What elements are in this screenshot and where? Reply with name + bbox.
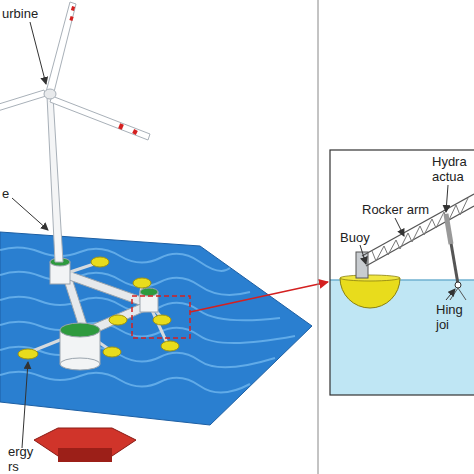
leader-lines: [12, 22, 48, 448]
sea-surface: [0, 232, 312, 425]
tower: [47, 96, 63, 262]
part-label: Hydra actua: [432, 154, 474, 184]
part-label: Rocker arm: [362, 202, 442, 217]
rotor: [0, 2, 150, 140]
part-label: e: [2, 186, 22, 201]
platform: [30, 258, 168, 370]
detail-panel: [330, 150, 474, 395]
zoom-box: [132, 296, 190, 338]
part-label: ergy rs: [8, 444, 44, 474]
part-label: urbine: [2, 6, 62, 21]
zoom-arrow: [190, 282, 328, 312]
part-label: Hing joi: [436, 302, 474, 332]
buoy-group: [18, 257, 179, 359]
divider: [318, 0, 319, 474]
mooring-base: [34, 428, 136, 462]
part-label: Buoy: [340, 230, 380, 245]
